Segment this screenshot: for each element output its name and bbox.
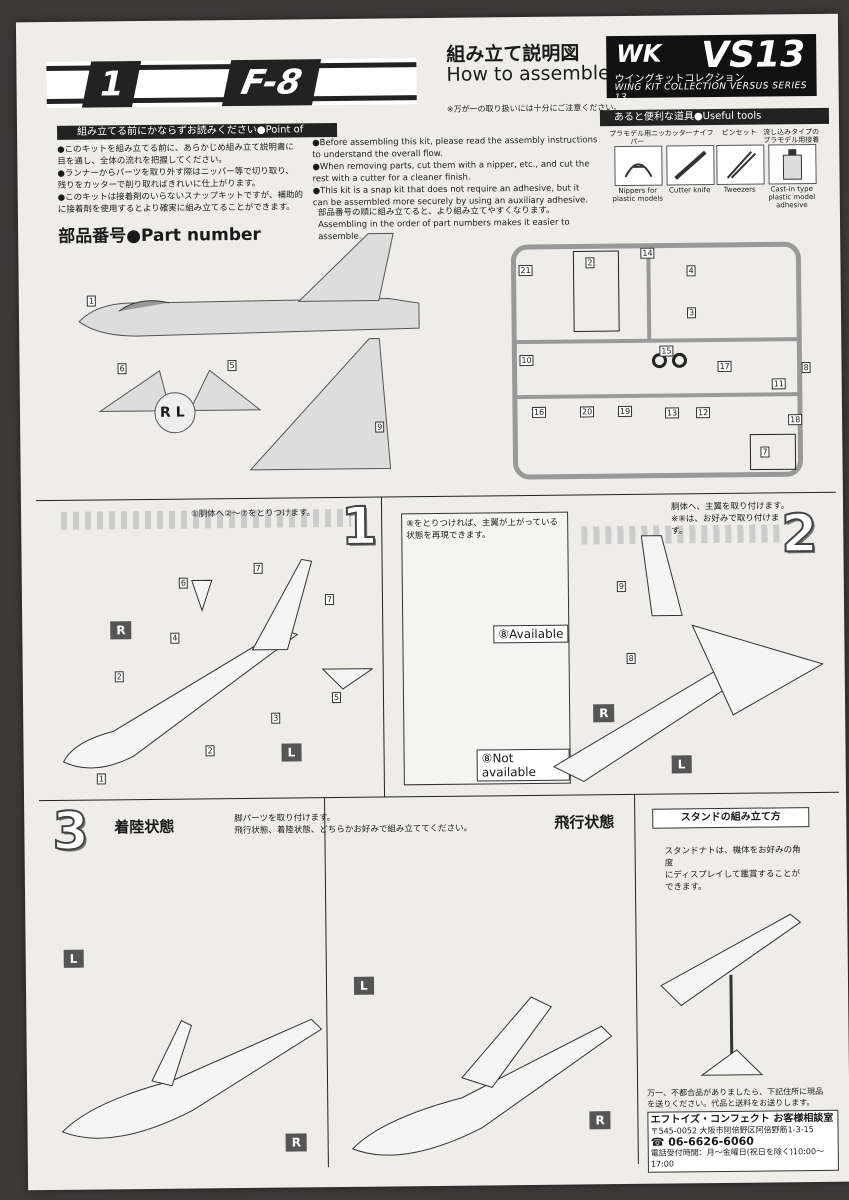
part-label: 1 bbox=[86, 295, 96, 307]
flight-diagram bbox=[351, 996, 613, 1156]
stand-heading: スタンドの組み立て方 bbox=[652, 807, 810, 829]
stand-diagram bbox=[660, 913, 802, 1076]
landing-state-heading: 着陸状態 bbox=[114, 817, 175, 837]
part-label: 7 bbox=[324, 594, 335, 606]
right-side-marker: R bbox=[593, 704, 615, 723]
tools-heading: あると便利な道具●Useful tools bbox=[599, 107, 830, 127]
runner-part-label: 2 bbox=[585, 257, 595, 269]
part-label: 8 bbox=[626, 652, 636, 664]
part-label: 2 bbox=[205, 745, 215, 757]
runner-part-label: 7 bbox=[760, 446, 770, 458]
part-label: 9 bbox=[616, 580, 626, 593]
assembly-point-heading: 組み立てる前にかならずお読みください●Point of assembly bbox=[56, 122, 338, 152]
tool-label-tweezers: ピンセット bbox=[721, 128, 757, 137]
right-side-marker: R bbox=[589, 1111, 611, 1130]
divider bbox=[39, 791, 840, 802]
left-side-marker: L bbox=[671, 755, 692, 774]
nipper-icon bbox=[614, 145, 663, 187]
step3-instruction: 脚パーツを取り付けます。 飛行状態、着陸状態、どちらかお好みで組み立ててください… bbox=[234, 813, 473, 837]
runner-part-label: 4 bbox=[686, 265, 696, 277]
flight-state-heading: 飛行状態 bbox=[554, 813, 615, 832]
part-label: 4 bbox=[170, 632, 180, 644]
tool-caption-adhesive: Cast-in type plastic model adhesive bbox=[768, 184, 816, 210]
tool-label-knife: カッターナイフ bbox=[664, 129, 714, 138]
tool-caption-tweezers: Tweezers bbox=[723, 185, 756, 194]
left-side-marker: L bbox=[63, 949, 84, 968]
horizontal-stabilizer-drawing bbox=[98, 369, 262, 434]
cutter-knife-icon bbox=[666, 145, 715, 186]
adhesive-bottle-icon bbox=[768, 143, 817, 185]
right-side-marker: R bbox=[285, 1133, 307, 1152]
part-label: 5 bbox=[227, 360, 237, 372]
support-contact: エフトイズ・コンフェクト お客様相談室 〒545-0052 大阪市阿倍野区阿倍野… bbox=[647, 1109, 839, 1173]
right-side-marker: R bbox=[110, 621, 132, 640]
assembly-notes-jp: ●このキットを組み立てる前に、あらかじめ組み立て説明書に 目を通し、全体の流れを… bbox=[57, 142, 304, 215]
left-side-marker: L bbox=[353, 976, 374, 995]
part-label: 2 bbox=[114, 671, 124, 683]
step1-diagram bbox=[62, 558, 374, 769]
tool-label-nipper: プラモデル用ニッパー bbox=[609, 129, 666, 146]
runner-part-label: 18 bbox=[788, 414, 803, 426]
caution-note: ※万が一の取り扱いには十分にご注意ください。 bbox=[446, 103, 622, 114]
part-label: 7 bbox=[253, 562, 263, 574]
part-label: 6 bbox=[178, 577, 188, 589]
runner-part-label: 12 bbox=[695, 407, 711, 419]
tweezers-icon bbox=[716, 144, 765, 186]
tool-caption-knife: Cutter knife bbox=[668, 186, 711, 195]
divider bbox=[35, 491, 836, 502]
runner-part-label: 10 bbox=[519, 354, 534, 367]
runner-part-label: 8 bbox=[801, 362, 811, 374]
part-label: 1 bbox=[96, 773, 106, 785]
runner-part-label: 15 bbox=[659, 345, 674, 357]
runner-part-label: 21 bbox=[518, 264, 533, 277]
runner-part-label: 13 bbox=[664, 407, 680, 419]
landing-diagram bbox=[61, 1018, 323, 1139]
wing-part-drawing bbox=[249, 338, 392, 471]
runner-part-label: 16 bbox=[531, 406, 547, 418]
runner-part-label: 11 bbox=[771, 378, 786, 390]
part-label: 6 bbox=[117, 363, 127, 375]
runner-part-label: 19 bbox=[617, 405, 633, 418]
divider bbox=[380, 496, 386, 797]
stab-rl-mark: R L bbox=[159, 404, 185, 421]
instruction-sheet: 1 F-8 組み立て説明図 How to assemble WK VS13 ウイ… bbox=[15, 13, 849, 1191]
runner-part-label: 20 bbox=[579, 406, 595, 418]
divider bbox=[634, 793, 639, 1164]
support-notice: 万一、不都合品がありましたら、下記住所に現品 を送りください。代品と送料をお送り… bbox=[647, 1086, 824, 1109]
runner-part-label: 17 bbox=[717, 360, 732, 373]
page-step-number: 1 bbox=[81, 61, 142, 108]
runner-part-label: 14 bbox=[640, 247, 655, 259]
tool-caption-nipper: Nippers for plastic models bbox=[612, 186, 664, 204]
step2-diagram bbox=[552, 535, 824, 783]
fuselage-part-drawing bbox=[78, 232, 420, 337]
runner-diagram bbox=[510, 241, 804, 480]
part-label: 3 bbox=[271, 712, 281, 724]
step1-instruction: ①胴体へ②～⑦をとりつけます。 bbox=[191, 508, 316, 520]
assembly-notes-en: ●Before assembling this kit, please read… bbox=[312, 135, 598, 209]
model-name: F-8 bbox=[221, 59, 322, 107]
brand-logo: WK VS13 ウイングキットコレクション WING KIT COLLECTIO… bbox=[606, 33, 817, 103]
title-english: How to assemble bbox=[446, 62, 610, 86]
part-label: 5 bbox=[331, 691, 342, 704]
runner-part-label: 3 bbox=[686, 307, 697, 319]
part-label: 9 bbox=[375, 421, 385, 433]
part-diagram-svg bbox=[78, 232, 420, 471]
left-side-marker: L bbox=[281, 743, 302, 762]
